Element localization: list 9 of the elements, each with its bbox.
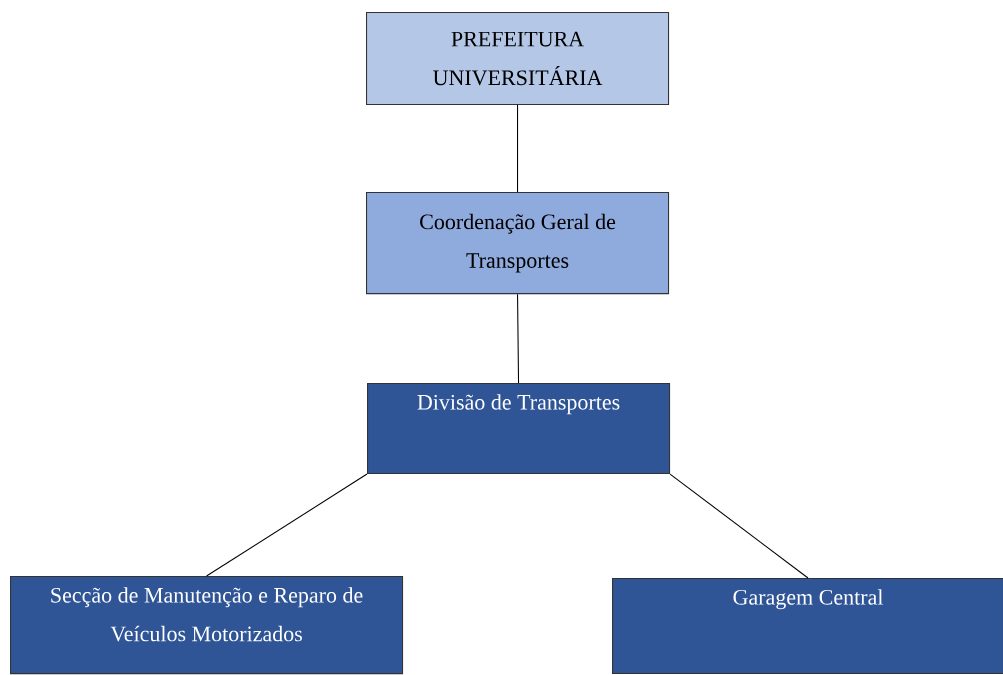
connector-line — [206, 473, 368, 577]
org-box: Garagem Central — [612, 578, 1003, 674]
org-box: Divisão de Transportes — [367, 383, 671, 475]
connector-line — [517, 104, 519, 193]
connector-line — [669, 473, 809, 579]
connector-line — [517, 293, 520, 384]
org-box: PREFEITURA UNIVERSITÁRIA — [366, 12, 670, 106]
org-box: Secção de Manutenção e Reparo de Veículos Motorizados — [10, 576, 404, 675]
org-box: Coordenação Geral de Transportes — [366, 192, 670, 295]
